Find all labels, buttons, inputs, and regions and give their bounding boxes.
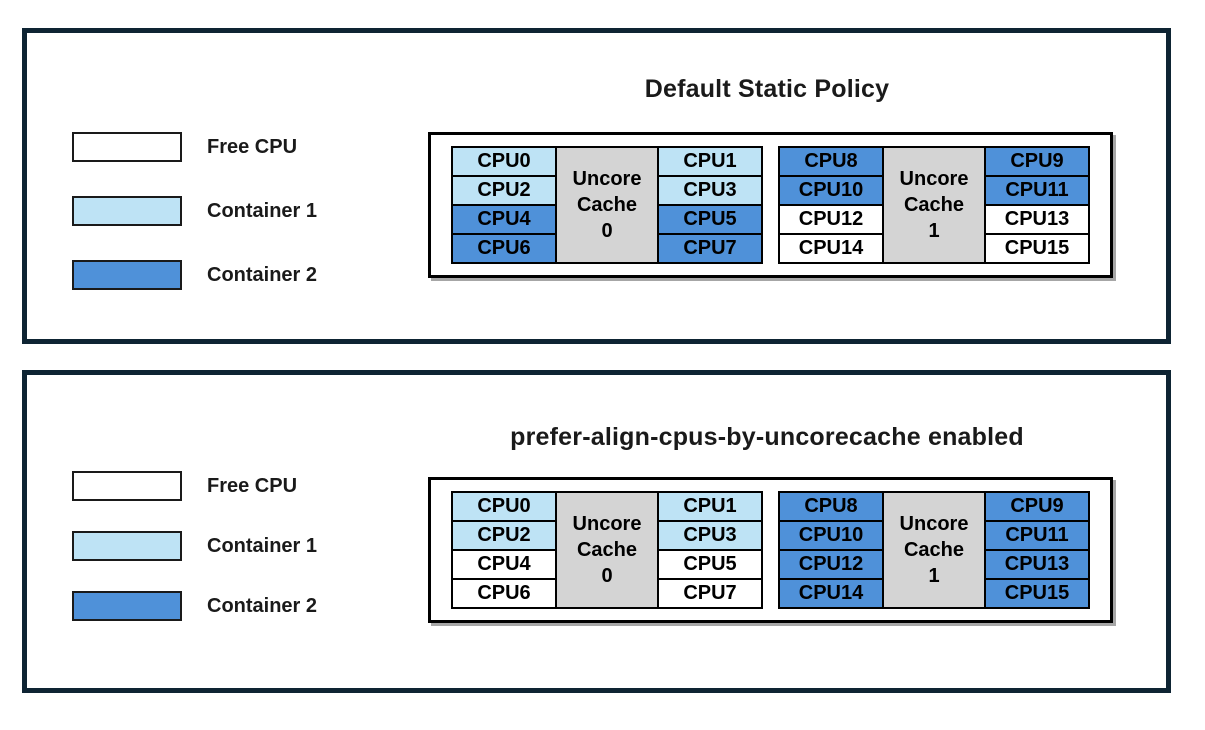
cpu-cell-cpu3: CPU3: [657, 520, 763, 551]
cpu-cell-cpu15: CPU15: [984, 233, 1090, 264]
cpu-cell-cpu1: CPU1: [657, 146, 763, 177]
cpu-cell-cpu3: CPU3: [657, 175, 763, 206]
cpu-cell-cpu2: CPU2: [451, 520, 557, 551]
cache-label-line: Uncore: [899, 168, 969, 190]
cache-label-line: 1: [928, 220, 940, 242]
cpu-cell-cpu12: CPU12: [778, 549, 884, 580]
cache-label-line: 1: [928, 565, 940, 587]
cpu-cell-cpu5: CPU5: [657, 549, 763, 580]
cpu-cell-cpu1: CPU1: [657, 491, 763, 522]
legend-item: Free CPU: [72, 132, 317, 162]
container2-swatch: [72, 260, 182, 290]
container1-swatch: [72, 531, 182, 561]
legend: Free CPU Container 1 Container 2: [72, 471, 317, 621]
cpu-cell-cpu12: CPU12: [778, 204, 884, 235]
legend-item: Container 1: [72, 531, 317, 561]
cache-label-line: 0: [601, 220, 613, 242]
legend-item: Container 1: [72, 196, 317, 226]
container1-swatch: [72, 196, 182, 226]
panel-default-static-policy: Default Static Policy Free CPU Container …: [22, 28, 1171, 344]
legend-label: Container 2: [207, 263, 318, 286]
cpu-cell-cpu5: CPU5: [657, 204, 763, 235]
cpu-cell-cpu14: CPU14: [778, 578, 884, 609]
cache-label-line: Uncore: [572, 168, 642, 190]
cpu-cell-cpu7: CPU7: [657, 233, 763, 264]
cache-label-line: Cache: [903, 539, 965, 561]
cache-label-line: Cache: [576, 539, 638, 561]
cpu-cell-cpu8: CPU8: [778, 491, 884, 522]
free-swatch: [72, 132, 182, 162]
legend-label: Container 1: [207, 534, 318, 557]
cpu-cell-cpu10: CPU10: [778, 175, 884, 206]
legend-item: Container 2: [72, 591, 317, 621]
legend-label: Container 2: [207, 594, 318, 617]
cpu-cell-cpu11: CPU11: [984, 175, 1090, 206]
cpu-cell-cpu0: CPU0: [451, 146, 557, 177]
legend: Free CPU Container 1 Container 2: [72, 132, 317, 290]
panel-title: Default Static Policy: [644, 75, 890, 103]
cpu-cell-cpu11: CPU11: [984, 520, 1090, 551]
cpu-cell-cpu9: CPU9: [984, 491, 1090, 522]
cache-label-line: Uncore: [572, 513, 642, 535]
cpu-cell-cpu9: CPU9: [984, 146, 1090, 177]
free-swatch: [72, 471, 182, 501]
panel-prefer-align-cpus-by-uncorecache: prefer-align-cpus-by-uncorecache enabled…: [22, 370, 1171, 693]
cpu-cell-cpu4: CPU4: [451, 549, 557, 580]
cpu-cell-cpu6: CPU6: [451, 233, 557, 264]
legend-item: Container 2: [72, 260, 317, 290]
cache-label-line: 0: [601, 565, 613, 587]
cpu-cell-cpu14: CPU14: [778, 233, 884, 264]
cpu-cell-cpu0: CPU0: [451, 491, 557, 522]
cpu-cell-cpu15: CPU15: [984, 578, 1090, 609]
cpu-cell-cpu13: CPU13: [984, 549, 1090, 580]
legend-label: Free CPU: [207, 474, 298, 497]
cpu-cell-cpu8: CPU8: [778, 146, 884, 177]
cpu-cell-cpu6: CPU6: [451, 578, 557, 609]
legend-label: Free CPU: [207, 135, 298, 158]
container2-swatch: [72, 591, 182, 621]
cache-label-line: Cache: [576, 194, 638, 216]
cpu-cell-cpu2: CPU2: [451, 175, 557, 206]
cpu-cell-cpu4: CPU4: [451, 204, 557, 235]
cpu-cell-cpu10: CPU10: [778, 520, 884, 551]
cpu-cell-cpu13: CPU13: [984, 204, 1090, 235]
cpu-cell-cpu7: CPU7: [657, 578, 763, 609]
legend-item: Free CPU: [72, 471, 317, 501]
panel-title: prefer-align-cpus-by-uncorecache enabled: [510, 423, 1024, 451]
legend-label: Container 1: [207, 199, 318, 222]
cache-label-line: Uncore: [899, 513, 969, 535]
cache-label-line: Cache: [903, 194, 965, 216]
